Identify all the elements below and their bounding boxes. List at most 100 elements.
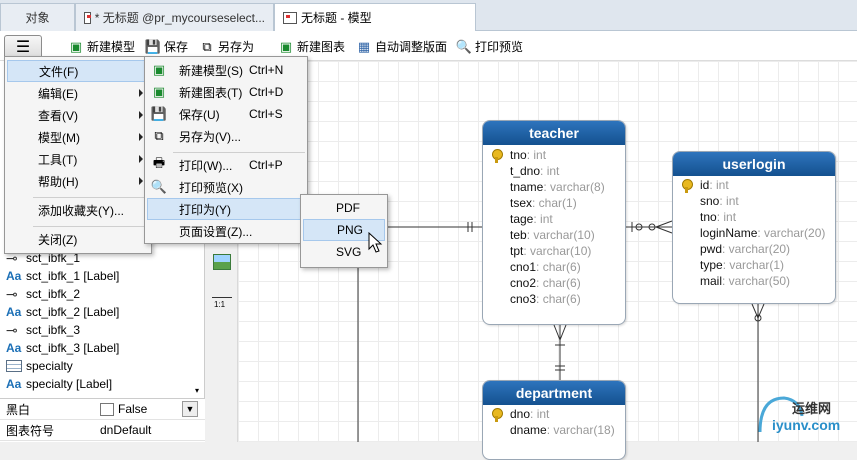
button-label: 保存: [164, 39, 189, 54]
entity-field[interactable]: tpt: varchar(10): [510, 244, 591, 260]
list-item[interactable]: ⊸sct_ibfk_3: [6, 321, 80, 339]
button-label: 自动调整版面: [375, 39, 448, 54]
printer-icon: 🖶: [152, 155, 166, 170]
entity-field[interactable]: id: int: [700, 178, 729, 194]
submenu-arrow-icon: [139, 155, 143, 163]
list-item[interactable]: ⊸sct_ibfk_1: [6, 249, 80, 267]
auto-layout-icon: ▦: [357, 38, 371, 54]
menu-item-edit[interactable]: 编辑(E): [7, 82, 149, 104]
menu-item-save[interactable]: 💾保存(U)Ctrl+S: [147, 103, 305, 125]
zero-marker: [648, 223, 656, 231]
menu-shortcut: Ctrl+P: [249, 158, 283, 172]
menu-item-model[interactable]: 模型(M): [7, 126, 149, 148]
menu-item-print-preview[interactable]: 🔍打印预览(X): [147, 176, 305, 198]
field-type: : varchar(10): [526, 228, 595, 242]
entity-field[interactable]: pwd: varchar(20): [700, 242, 790, 258]
list-item[interactable]: ⊸sct_ibfk_2: [6, 285, 80, 303]
entity-field[interactable]: tno: int: [510, 148, 546, 164]
field-type: : char(6): [536, 276, 581, 290]
label-icon: Aa: [6, 341, 22, 355]
menu-label: 新建模型(S): [179, 63, 243, 78]
entity-field[interactable]: mail: varchar(50): [700, 274, 790, 290]
image-icon[interactable]: [213, 254, 231, 270]
entity-field[interactable]: t_dno: int: [510, 164, 559, 180]
entity-field[interactable]: cno2: char(6): [510, 276, 581, 292]
menu-item-file[interactable]: 文件(F): [7, 60, 149, 82]
menu-item-print-as[interactable]: 打印为(Y): [147, 198, 305, 220]
entity-title: userlogin: [673, 152, 835, 176]
menu-item-png[interactable]: PNG: [303, 219, 385, 241]
menu-item-new-diagram[interactable]: ▣新建图表(T)Ctrl+D: [147, 81, 305, 103]
watermark-url: iyunv.com: [772, 417, 841, 433]
save-as-button[interactable]: ⧉另存为: [199, 37, 254, 55]
property-value: False: [118, 402, 148, 416]
menu-item-help[interactable]: 帮助(H): [7, 170, 149, 192]
entity-field[interactable]: loginName: varchar(20): [700, 226, 825, 242]
menu-item-pdf[interactable]: PDF: [303, 197, 385, 219]
entity-field[interactable]: tname: varchar(8): [510, 180, 605, 196]
tab-model[interactable]: 无标题 - 模型: [274, 3, 476, 31]
menu-item-tools[interactable]: 工具(T): [7, 148, 149, 170]
property-value[interactable]: dnDefault: [100, 423, 152, 437]
menu-item-save-as[interactable]: ⧉另存为(V)...: [147, 125, 305, 147]
entity-field[interactable]: sno: int: [700, 194, 739, 210]
field-type: : int: [540, 164, 560, 178]
new-model-button[interactable]: ▣新建模型: [68, 37, 135, 55]
entity-field[interactable]: cno3: char(6): [510, 292, 581, 308]
entity-field[interactable]: dno: int: [510, 407, 549, 423]
hamburger-icon: ☰: [15, 39, 31, 56]
menu-item-svg[interactable]: SVG: [303, 241, 385, 263]
entity-field[interactable]: dname: varchar(18): [510, 423, 615, 439]
print-preview-button[interactable]: 🔍打印预览: [456, 37, 523, 55]
entity-field[interactable]: tage: int: [510, 212, 553, 228]
watermark-text: 运维网: [792, 401, 832, 416]
magnifier-icon: 🔍: [455, 38, 473, 54]
menu-separator: [33, 226, 149, 227]
list-item[interactable]: specialty: [6, 357, 73, 375]
menu-label: 文件(F): [39, 64, 79, 79]
item-label: sct_ibfk_2 [Label]: [26, 305, 120, 319]
tab-query[interactable]: * 无标题 @pr_mycourseselect...: [75, 3, 274, 31]
primary-key-icon: [491, 408, 503, 422]
field-name: tage: [510, 212, 534, 226]
entity-field[interactable]: teb: varchar(10): [510, 228, 595, 244]
dropdown-button[interactable]: ▼: [182, 401, 198, 417]
entity-field[interactable]: tsex: char(1): [510, 196, 577, 212]
menu-label: 页面设置(Z)...: [179, 224, 253, 239]
menu-item-close[interactable]: 关闭(Z): [7, 228, 149, 250]
menu-item-view[interactable]: 查看(V): [7, 104, 149, 126]
menu-item-add-favorite[interactable]: 添加收藏夹(Y)...: [7, 199, 149, 221]
table-icon: [6, 360, 22, 372]
field-name: dno: [510, 407, 531, 421]
tab-objects[interactable]: 对象: [0, 3, 75, 31]
menu-label: SVG: [336, 245, 362, 259]
menu-item-page-setup[interactable]: 页面设置(Z)...: [147, 220, 305, 242]
field-name: t_dno: [510, 164, 541, 178]
menu-item-new-model[interactable]: ▣新建模型(S)Ctrl+N: [147, 59, 305, 81]
scale-rule: [212, 297, 232, 298]
menu-item-print[interactable]: 🖶打印(W)...Ctrl+P: [147, 154, 305, 176]
checkbox[interactable]: [100, 402, 114, 416]
scroll-down-arrow[interactable]: ▾: [195, 386, 200, 395]
entity-field[interactable]: type: varchar(1): [700, 258, 784, 274]
entity-field[interactable]: cno1: char(6): [510, 260, 581, 276]
menu-label: 打印为(Y): [179, 202, 231, 217]
new-diagram-button[interactable]: ▣新建图表: [278, 37, 345, 55]
field-type: : char(6): [536, 292, 581, 306]
item-label: sct_ibfk_2: [26, 287, 81, 301]
zero-marker: [754, 314, 762, 322]
scale-label[interactable]: 1:1: [214, 300, 226, 309]
menu-label: 工具(T): [38, 152, 78, 167]
field-type: : varchar(8): [543, 180, 605, 194]
save-button[interactable]: 💾保存: [145, 37, 188, 55]
main-menu-button[interactable]: ☰: [4, 35, 42, 59]
entity-field[interactable]: tno: int: [700, 210, 736, 226]
auto-layout-button[interactable]: ▦ 自动调整版面: [356, 37, 447, 55]
